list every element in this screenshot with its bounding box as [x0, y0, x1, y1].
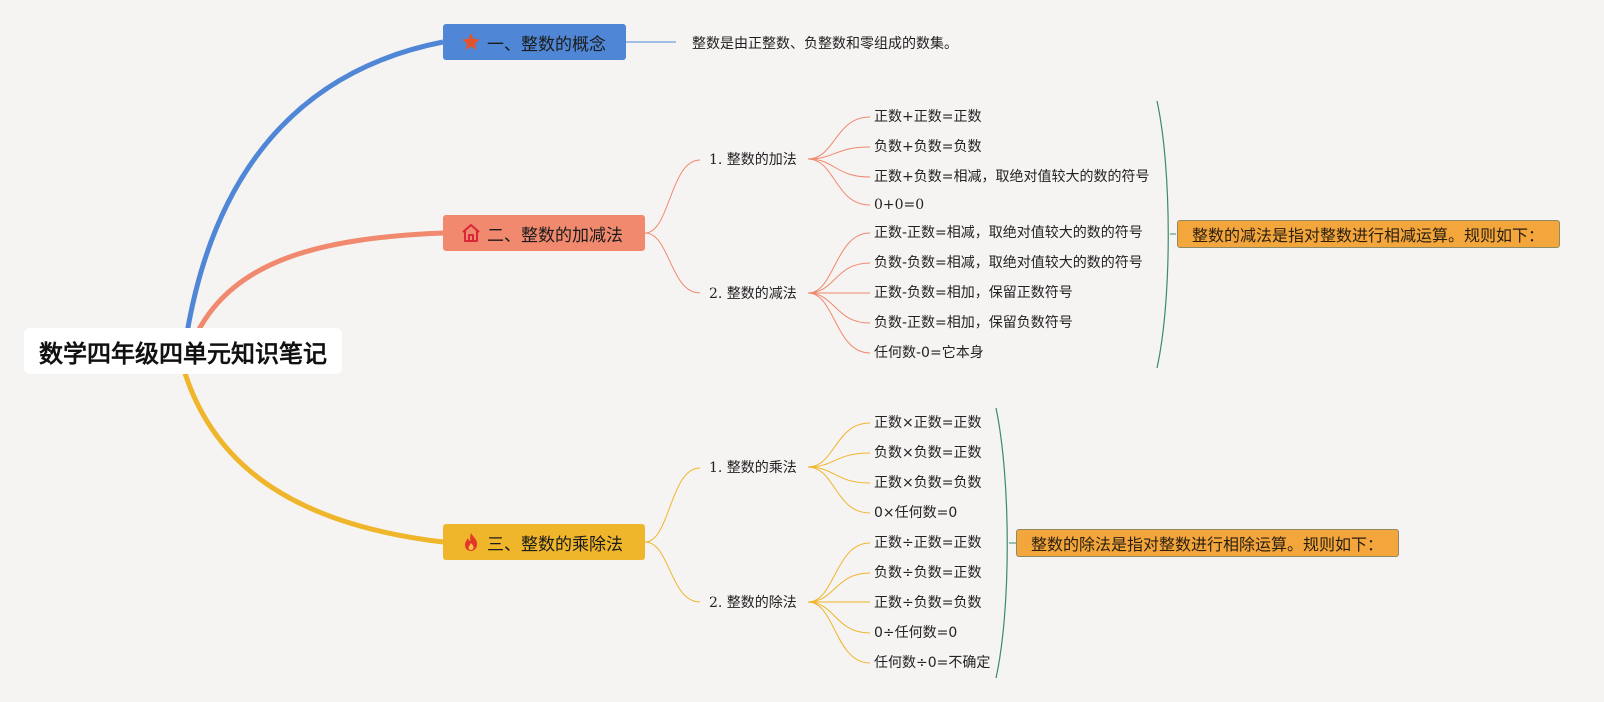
rule-item[interactable]: 负数-负数=相减，取绝对值较大的数的符号 [874, 255, 1143, 271]
rule-item[interactable]: 负数+负数=负数 [874, 139, 982, 155]
rule-item[interactable]: 负数-正数=相加，保留负数符号 [874, 315, 1073, 331]
branch-line-topic1 [184, 39, 444, 334]
rule-item[interactable]: 0÷任何数=0 [874, 625, 958, 641]
subtopic-division[interactable]: 2. 整数的除法 [709, 594, 797, 612]
branch-line-topic3 [181, 369, 444, 545]
rule-item[interactable]: 正数×负数=负数 [874, 475, 982, 491]
branch-line-topic2 [194, 230, 444, 335]
subtopic-multiplication[interactable]: 1. 整数的乘法 [709, 459, 797, 477]
topic-multiply-divide[interactable]: 三、整数的乘除法 [443, 524, 645, 560]
rule-item[interactable]: 正数×正数=正数 [874, 415, 982, 431]
rule-item[interactable]: 正数-正数=相减，取绝对值较大的数的符号 [874, 225, 1143, 241]
rule-item[interactable]: 负数÷负数=正数 [874, 565, 982, 581]
concept-detail[interactable]: 整数是由正整数、负整数和零组成的数集。 [692, 36, 958, 52]
summary-subtraction[interactable]: 整数的减法是指对整数进行相减运算。规则如下： [1177, 220, 1560, 248]
subtopic-subtraction[interactable]: 2. 整数的减法 [709, 285, 797, 303]
topic-label: 三、整数的乘除法 [487, 534, 623, 555]
rule-item[interactable]: 正数+负数=相减，取绝对值较大的数的符号 [874, 169, 1150, 185]
summary-bracket-topic2 [1156, 100, 1169, 369]
topic-add-subtract[interactable]: 二、整数的加减法 [443, 215, 645, 251]
star-icon [461, 32, 481, 52]
rule-item[interactable]: 正数÷负数=负数 [874, 595, 982, 611]
rule-item[interactable]: 0+0=0 [874, 197, 925, 213]
rule-item[interactable]: 正数-负数=相加，保留正数符号 [874, 285, 1073, 301]
root-title[interactable]: 数学四年级四单元知识笔记 [24, 328, 342, 374]
rule-item[interactable]: 负数×负数=正数 [874, 445, 982, 461]
summary-division[interactable]: 整数的除法是指对整数进行相除运算。规则如下： [1016, 529, 1399, 557]
rule-item[interactable]: 任何数-0=它本身 [874, 345, 984, 361]
rule-item[interactable]: 正数+正数=正数 [874, 109, 982, 125]
rule-item[interactable]: 正数÷正数=正数 [874, 535, 982, 551]
subtopic-addition[interactable]: 1. 整数的加法 [709, 151, 797, 169]
topic-label: 二、整数的加减法 [487, 225, 623, 246]
topic-label: 一、整数的概念 [487, 34, 606, 55]
rule-item[interactable]: 任何数÷0=不确定 [874, 655, 991, 671]
summary-bracket-topic3 [995, 407, 1008, 679]
rule-item[interactable]: 0×任何数=0 [874, 505, 958, 521]
topic-integer-concept[interactable]: 一、整数的概念 [443, 24, 626, 60]
fire-icon [461, 532, 481, 552]
house-icon [461, 223, 481, 243]
